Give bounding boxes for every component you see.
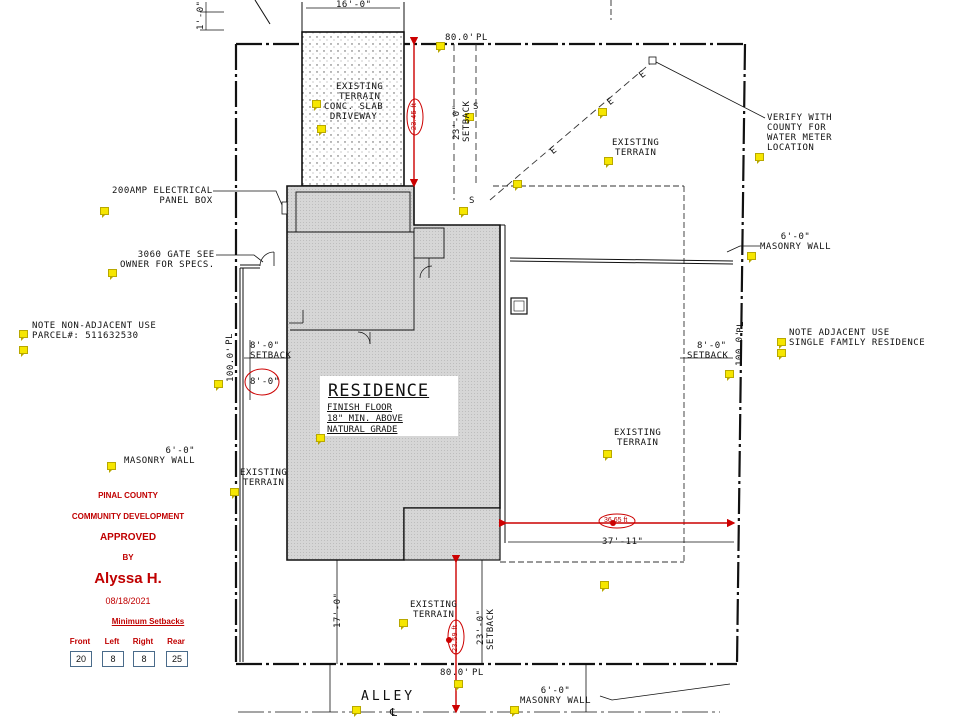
setback-value-rear: 25 (166, 651, 188, 667)
label-note-adjacent: NOTE ADJACENT USE SINGLE FAMILY RESIDENC… (789, 328, 926, 348)
stamp-by: BY (122, 553, 134, 562)
pl-mark-left: PL (224, 333, 235, 345)
dim-top-width: 80.0' (445, 33, 475, 43)
comment-note-icon[interactable] (214, 380, 223, 391)
dim-rear-setback: 23'-0" (476, 609, 486, 645)
measure-side: 36.65 ft (604, 517, 628, 524)
comment-note-icon[interactable] (777, 349, 786, 360)
comment-note-icon[interactable] (459, 207, 468, 218)
label-existing-terrain-right: EXISTING TERRAIN (614, 428, 662, 448)
setback-header-rear: Rear (167, 637, 185, 646)
dim-rear-yard: 17'-0" (333, 592, 343, 628)
measure-rear: 23.59 ft (452, 624, 459, 652)
residence-title: RESIDENCE (328, 381, 430, 401)
stamp-status: APPROVED (99, 532, 157, 543)
dim-bottom-width: 80.0' (440, 668, 470, 678)
stamp-county: PINAL COUNTY (98, 491, 158, 500)
utility-letter-s1: S (473, 102, 479, 112)
comment-note-icon[interactable] (399, 619, 408, 630)
stamp-date: 08/18/2021 (105, 596, 151, 606)
label-existing-terrain-driveway: EXISTING TERRAIN (336, 82, 384, 102)
label-masonry-wall-bottom: 6'-0" MASONRY WALL (520, 686, 592, 706)
comment-note-icon[interactable] (755, 153, 764, 164)
setback-value-front: 20 (70, 651, 92, 667)
comment-note-icon[interactable] (604, 157, 613, 168)
dim-left-depth: 100.0' (226, 346, 236, 382)
setback-right-label: SETBACK (687, 351, 729, 361)
residence-line-2: 18" MIN. ABOVE (327, 414, 403, 424)
label-existing-terrain-bottom: EXISTING TERRAIN (410, 600, 458, 620)
comment-note-icon[interactable] (598, 108, 607, 119)
driveway-slab (301, 31, 405, 187)
utility-lines (453, 44, 653, 201)
masonry-wall (239, 257, 734, 662)
label-electrical-panel: 200AMP ELECTRICAL PANEL BOX (112, 186, 213, 206)
comment-note-icon[interactable] (100, 207, 109, 218)
residence-line-3: NATURAL GRADE (327, 425, 398, 435)
setback-header-front: Front (69, 637, 91, 646)
label-alley: ALLEY (361, 689, 416, 704)
comment-note-icon[interactable] (777, 338, 786, 349)
comment-note-icon[interactable] (317, 125, 326, 136)
comment-note-icon[interactable] (108, 269, 117, 280)
dim-side-right: 8'-0" (697, 341, 727, 351)
comment-note-icon[interactable] (747, 252, 756, 263)
setback-value-left: 8 (102, 651, 124, 667)
dim-right-depth: 100.0' (735, 330, 745, 366)
comment-note-icon[interactable] (603, 450, 612, 461)
pl-mark-top: PL (476, 33, 488, 43)
ac-pad (510, 297, 528, 315)
setback-header-right: Right (132, 637, 154, 646)
label-note-non-adjacent: NOTE NON-ADJACENT USE PARCEL#: 511632530 (32, 321, 157, 341)
comment-note-icon[interactable] (352, 706, 361, 717)
dim-front-setback: 23'-0" (452, 104, 462, 140)
label-conc-slab: CONC. SLAB DRIVEWAY (324, 102, 384, 122)
comment-note-icon[interactable] (465, 113, 474, 124)
setback-header-left: Left (104, 637, 120, 646)
centerline-mark: ℄ (390, 706, 398, 719)
comment-note-icon[interactable] (316, 434, 325, 445)
label-existing-terrain-left: EXISTING TERRAIN (240, 468, 288, 488)
comment-note-icon[interactable] (312, 100, 321, 111)
dim-top-small: 1'-0" (196, 0, 206, 30)
setback-value-right: 8 (133, 651, 155, 667)
measure-front: 23.45 ft (411, 102, 418, 130)
comment-note-icon[interactable] (436, 42, 445, 53)
utility-letter-s2: S (469, 196, 475, 206)
stamp-setbacks-title: Minimum Setbacks (111, 617, 185, 626)
pl-mark-right: PL (735, 321, 746, 333)
setback-front-label: SETBACK (462, 100, 472, 142)
dim-side-left: 8'-0" (250, 341, 280, 351)
setback-rear-label: SETBACK (486, 608, 496, 650)
comment-note-icon[interactable] (510, 706, 519, 717)
label-masonry-wall-left: 6'-0" MASONRY WALL (124, 446, 196, 466)
comment-note-icon[interactable] (725, 370, 734, 381)
comment-note-icon[interactable] (107, 462, 116, 473)
label-masonry-wall-right: 6'-0" MASONRY WALL (760, 232, 832, 252)
comment-note-icon[interactable] (230, 488, 239, 499)
pl-mark-bottom: PL (472, 668, 484, 678)
comment-note-icon[interactable] (600, 581, 609, 592)
stamp-dept: COMMUNITY DEVELOPMENT (71, 512, 185, 521)
dim-side-left-b: 8'-0" (250, 377, 280, 387)
residence-line-1: FINISH FLOOR (327, 403, 393, 413)
label-gate: 3060 GATE SEE OWNER FOR SPECS. (120, 250, 215, 270)
label-existing-terrain-top-right: EXISTING TERRAIN (612, 138, 660, 158)
residence-footprint (281, 185, 506, 561)
comment-note-icon[interactable] (19, 330, 28, 341)
setback-lines (493, 185, 685, 563)
dim-house-to-wall: 37'-11" (602, 537, 644, 547)
water-meter (648, 56, 657, 65)
comment-note-icon[interactable] (454, 680, 463, 691)
label-verify-meter: VERIFY WITH COUNTY FOR WATER METER LOCAT… (767, 113, 833, 153)
stamp-reviewer: Alyssa H. (94, 570, 162, 587)
comment-note-icon[interactable] (19, 346, 28, 357)
dim-driveway-width: 16'-0" (336, 0, 372, 10)
setback-left-label: SETBACK (250, 351, 292, 361)
comment-note-icon[interactable] (513, 180, 522, 191)
